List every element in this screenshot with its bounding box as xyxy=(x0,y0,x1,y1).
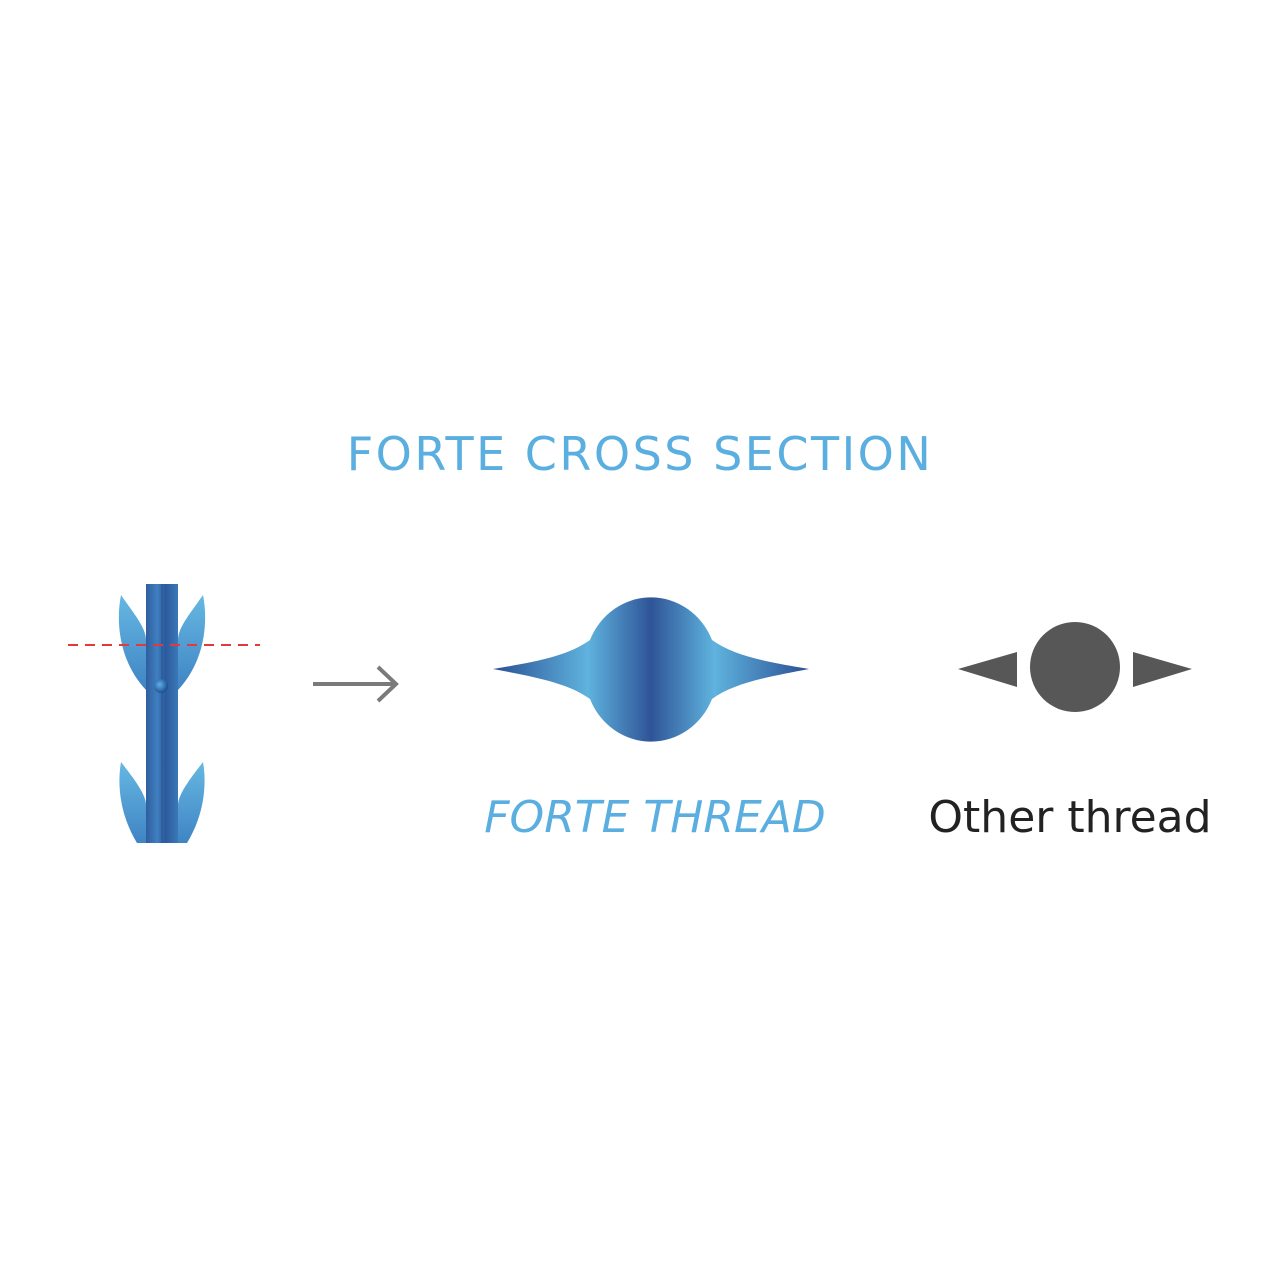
upper-left-barb xyxy=(118,595,146,690)
lower-right-barb xyxy=(178,762,205,843)
forte-thread-label: FORTE THREAD xyxy=(484,792,826,843)
diagram-title: FORTE CROSS SECTION xyxy=(346,427,934,481)
left-triangle xyxy=(958,652,1017,687)
upper-right-barb xyxy=(178,595,206,690)
core-circle xyxy=(1030,622,1120,712)
other-thread-cross-section xyxy=(958,622,1192,712)
barbed-thread-icon xyxy=(68,584,260,843)
thread-hole xyxy=(154,679,168,693)
lower-left-barb xyxy=(119,762,146,843)
other-thread-label: Other thread xyxy=(928,792,1212,843)
right-triangle xyxy=(1133,652,1192,687)
forte-cross-section-shape xyxy=(493,597,809,742)
arrow-right-icon xyxy=(313,665,399,703)
